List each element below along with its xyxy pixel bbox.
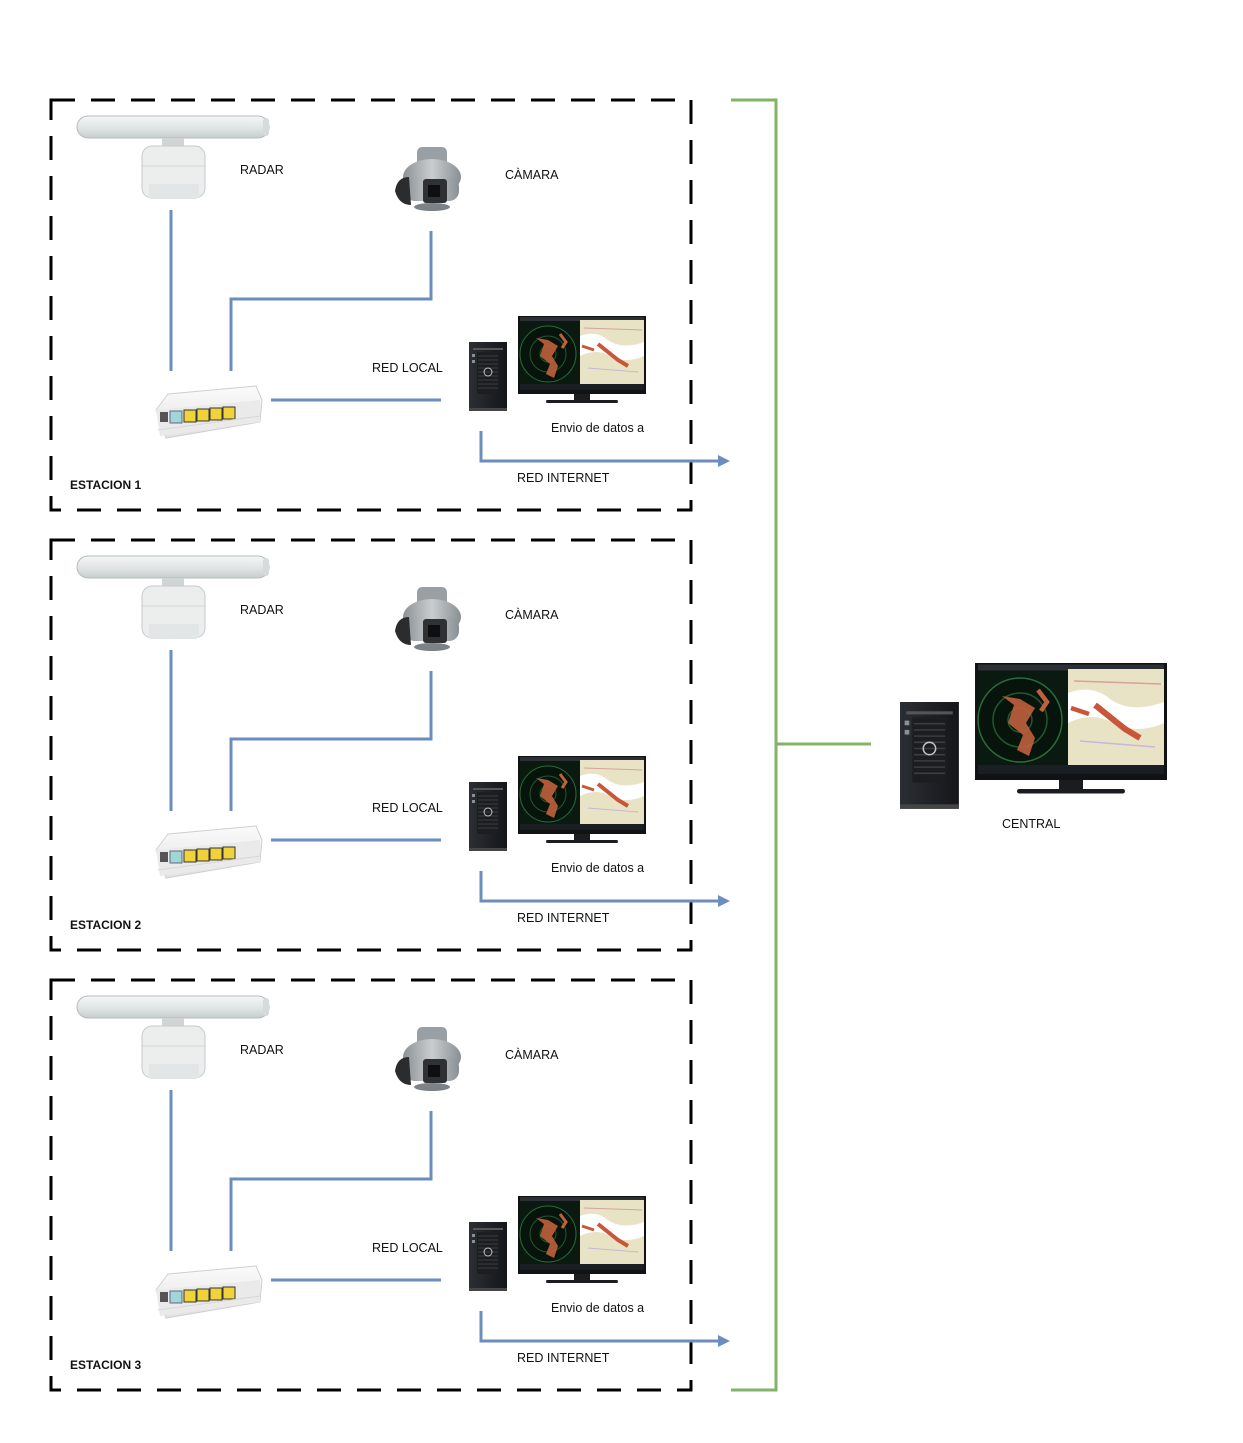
send-data-label: Envio de datos a xyxy=(551,421,644,435)
radar-display-monitor-icon xyxy=(516,314,648,405)
green-trunk xyxy=(731,98,871,1392)
radar-antenna-icon xyxy=(76,555,270,639)
station-boundary xyxy=(49,98,693,512)
station-name: ESTACION 1 xyxy=(70,478,141,492)
tower-pc-icon xyxy=(468,1221,508,1292)
local-network-label: RED LOCAL xyxy=(372,1241,443,1255)
station-boundary xyxy=(49,978,693,1392)
radar-display-monitor-icon xyxy=(516,754,648,845)
local-links xyxy=(169,650,730,907)
local-links xyxy=(169,210,730,467)
ptz-camera-icon xyxy=(395,587,461,651)
send-data-label: Envio de datos a xyxy=(551,861,644,875)
local-links xyxy=(169,1090,730,1347)
internet-label: RED INTERNET xyxy=(517,1351,610,1365)
network-switch-icon xyxy=(155,1265,263,1319)
station-boundary xyxy=(49,538,693,952)
station-name: ESTACION 2 xyxy=(70,918,141,932)
network-switch-icon xyxy=(155,385,263,439)
radar-display-monitor-icon xyxy=(516,1194,648,1285)
radar-label: RADAR xyxy=(240,603,284,617)
local-network-label: RED LOCAL xyxy=(372,801,443,815)
ptz-camera-icon xyxy=(395,147,461,211)
network-switch-icon xyxy=(155,825,263,879)
camera-label: CÀMARA xyxy=(505,607,559,622)
internet-label: RED INTERNET xyxy=(517,911,610,925)
tower-pc-icon xyxy=(468,781,508,852)
central-tower-pc-icon xyxy=(899,701,960,810)
tower-pc-icon xyxy=(468,341,508,412)
radar-antenna-icon xyxy=(76,115,270,199)
send-data-label: Envio de datos a xyxy=(551,1301,644,1315)
station-name: ESTACION 3 xyxy=(70,1358,141,1372)
ptz-camera-icon xyxy=(395,1027,461,1091)
station-2: RADAR CÀMARA RED LOCAL Envio de datos a … xyxy=(49,538,730,952)
local-network-label: RED LOCAL xyxy=(372,361,443,375)
radar-label: RADAR xyxy=(240,1043,284,1057)
camera-label: CÀMARA xyxy=(505,1047,559,1062)
station-1: RADAR CÀMARA RED LOCAL Envio de datos a … xyxy=(49,98,730,512)
radar-label: RADAR xyxy=(240,163,284,177)
central-monitor-icon xyxy=(975,663,1167,794)
radar-antenna-icon xyxy=(76,995,270,1079)
station-3: RADAR CÀMARA RED LOCAL Envio de datos a … xyxy=(49,978,730,1392)
internet-label: RED INTERNET xyxy=(517,471,610,485)
central-label: CENTRAL xyxy=(1002,817,1060,831)
central-station: CENTRAL xyxy=(899,663,1167,831)
camera-label: CÀMARA xyxy=(505,167,559,182)
